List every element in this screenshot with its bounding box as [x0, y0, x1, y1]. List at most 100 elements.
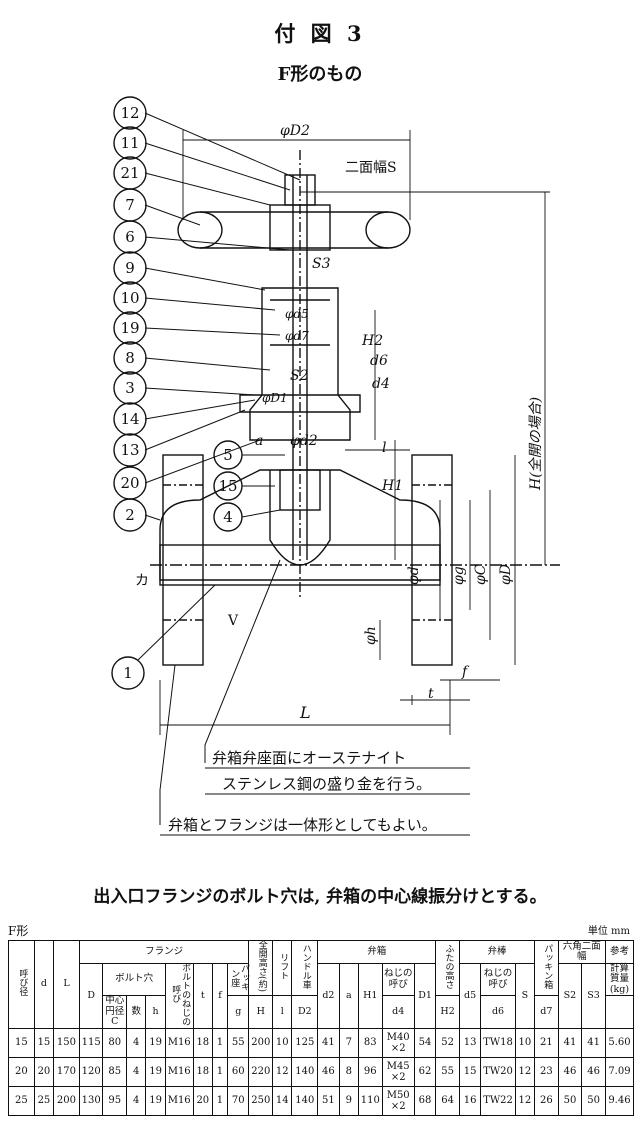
hdr-L: L: [53, 940, 80, 1029]
figure-subtitle: F形のもの: [277, 64, 363, 85]
callout-19: 19: [120, 319, 139, 337]
callout-5: 5: [223, 446, 233, 464]
hdr-su: 数: [126, 995, 147, 1029]
callout-6: 6: [125, 228, 135, 246]
callout-21: 21: [120, 164, 139, 182]
hdr-d: d: [33, 940, 55, 1029]
dim-D1: φD1: [262, 391, 288, 405]
dim-g: φg: [451, 566, 467, 585]
dim-C: φC: [473, 564, 489, 585]
hdr-rokkaku: 六角二面幅: [557, 940, 606, 964]
callout-2: 2: [125, 506, 135, 524]
dim-f: f: [461, 664, 470, 680]
hdr-C: 中心円径C: [102, 995, 128, 1029]
note-integral-flange: 弁箱とフランジは一体形としてもよい。: [168, 816, 437, 834]
hdr-f: f: [211, 963, 229, 1029]
dim-d6: d6: [370, 353, 388, 369]
mark-v: V: [227, 613, 239, 629]
callout-4: 4: [223, 508, 233, 526]
dim-H: H(全開の場合): [528, 397, 544, 491]
hdr-benbako: 弁箱: [317, 940, 437, 964]
hdr-keisan: 計算質量(kg): [604, 962, 635, 997]
hdr-bolt-hole: ボルト穴: [102, 962, 166, 997]
callout-1: 1: [123, 664, 133, 682]
hdr-handle: ハンドル車: [291, 939, 319, 997]
dim-d2: φd2: [290, 433, 318, 449]
dim-S2: S2: [290, 368, 309, 384]
hdr-H: H: [248, 995, 274, 1029]
hdr-packing-za: パッキン座: [226, 962, 250, 997]
hdr-d5: d5: [458, 963, 482, 1029]
hdr-t: t: [192, 963, 213, 1029]
hdr-lift: リフト: [272, 939, 293, 997]
dim-d7: φd7: [285, 329, 309, 343]
dim-l: l: [382, 440, 386, 456]
dimension-table: 呼び径 d L フランジ 全開高さ(約) リフト ハンドル車 弁箱 ふたの高さ …: [8, 939, 635, 1116]
unit-label: 単位 mm: [587, 926, 630, 937]
valve-body: [150, 454, 560, 666]
hdr-benbou: 弁棒: [458, 940, 536, 964]
hdr-benbou-neji: ねじの呼び: [480, 962, 516, 997]
hdr-D1: D1: [413, 963, 437, 1029]
hdr-a: a: [338, 963, 359, 1029]
hdr-H2: H2: [435, 995, 460, 1029]
note-overlay-line1: 弁箱弁座面にオーステナイト: [212, 749, 406, 767]
dim-a: a: [255, 433, 263, 449]
hdr-H1: H1: [357, 963, 383, 1029]
table-type-tag: F形: [8, 924, 29, 938]
hdr-packing-bako: パッキン箱: [534, 939, 559, 997]
hdr-S: S: [514, 963, 536, 1029]
hdr-h: h: [145, 995, 166, 1029]
dimension-lines: [159, 130, 550, 735]
hdr-sankou: 参考: [604, 940, 635, 964]
hdr-S2: S2: [557, 963, 583, 1029]
callout-15: 15: [218, 477, 237, 495]
dim-S3: S3: [312, 256, 331, 272]
hdr-d7: d7: [534, 995, 559, 1029]
dim-nikenhaba: 二面幅S: [345, 160, 397, 176]
hdr-D2: D2: [291, 995, 319, 1029]
hdr-S3: S3: [581, 963, 606, 1029]
hdr-bolt-neji: ボルトのねじの呼び: [164, 963, 194, 1029]
note-leaders: [159, 559, 281, 825]
callout-11: 11: [120, 134, 139, 152]
dim-d4: d4: [372, 376, 390, 392]
bolt-hole-note: 出入口フランジのボルト穴は, 弁箱の中心線振分けとする。: [93, 887, 547, 907]
hdr-mass-unit: [604, 995, 635, 1029]
dim-d: φd: [406, 566, 422, 585]
hdr-d2: d2: [317, 963, 340, 1029]
callout-13: 13: [120, 441, 139, 459]
callout-10: 10: [120, 289, 139, 307]
dim-L: L: [299, 703, 311, 722]
figure-title: 付 図 3: [274, 21, 366, 46]
hdr-g: g: [226, 995, 250, 1029]
dim-H1: H1: [381, 478, 403, 494]
callout-9: 9: [125, 259, 135, 277]
dim-h: φh: [363, 626, 379, 645]
hdr-d4: d4: [381, 995, 415, 1029]
hdr-d6: d6: [480, 995, 516, 1029]
dim-D: φD: [498, 564, 514, 585]
dim-phi-D2: φD2: [280, 123, 310, 139]
callout-12: 12: [120, 104, 139, 122]
hdr-yobikei: 呼び径: [8, 940, 35, 1029]
stem: [284, 150, 316, 600]
hdr-l: l: [272, 995, 293, 1029]
hdr-D: D: [78, 963, 104, 1029]
hdr-futa: ふたの高さ: [435, 939, 460, 997]
hdr-zenkai: 全開高さ(約): [248, 939, 274, 997]
bonnet: [239, 287, 361, 441]
callout-20: 20: [120, 474, 139, 492]
dim-d5: φd5: [285, 307, 309, 321]
callout-14: 14: [120, 410, 139, 428]
hdr-nejinoyobi: ねじの呼び: [381, 962, 415, 997]
bolt-holes: [163, 484, 452, 621]
callout-7: 7: [125, 196, 135, 214]
note-overlay-line2: ステンレス鋼の盛り金を行う。: [222, 775, 431, 793]
dim-t: t: [428, 686, 434, 702]
mark-ka: カ: [135, 573, 149, 589]
dim-H2: H2: [361, 333, 383, 349]
